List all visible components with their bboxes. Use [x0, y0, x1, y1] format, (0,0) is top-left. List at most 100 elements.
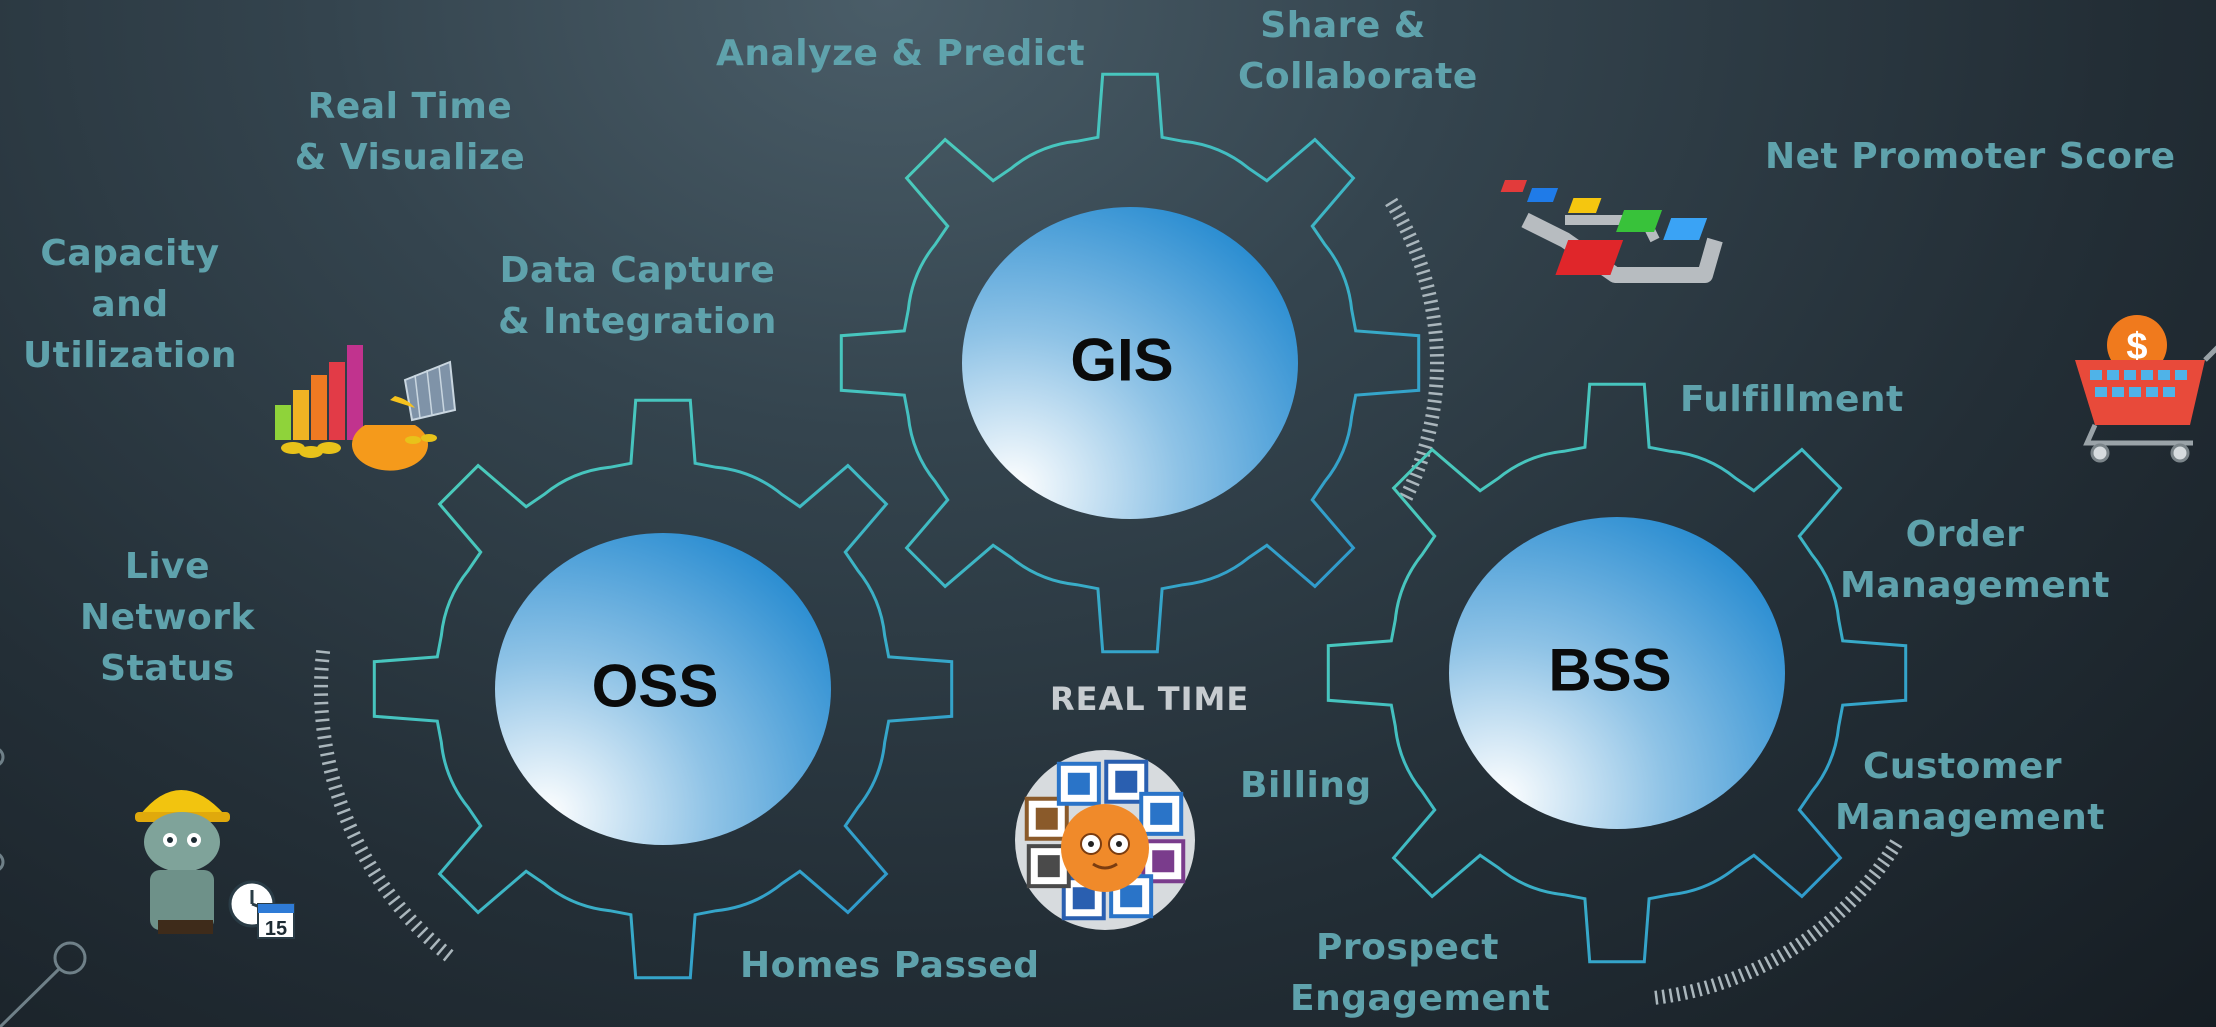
arc-tick [318, 743, 333, 749]
arc-tick [328, 784, 343, 791]
arc-tick [1737, 968, 1746, 983]
arc-tick [1844, 896, 1857, 908]
arc-tick [1757, 959, 1766, 974]
arc-tick [1859, 880, 1872, 892]
arc-tick [330, 792, 346, 799]
workflow-diagram-icon [1500, 180, 1723, 283]
arc-tick [1696, 982, 1703, 997]
arc-tick [1420, 436, 1435, 442]
app-tile-glyph [1152, 850, 1175, 873]
arc-tick [1794, 937, 1805, 951]
arc-tick [416, 926, 429, 939]
arc-tick [1750, 962, 1760, 977]
arc-tick [1423, 299, 1438, 305]
decorative-arc-bss [1654, 839, 1903, 1005]
arc-tick [1408, 471, 1423, 480]
arc-tick [321, 759, 337, 766]
arc-tick [333, 800, 348, 808]
arc-tick [1654, 990, 1659, 1005]
arc-tick [1422, 291, 1437, 298]
arc-tick [339, 815, 354, 824]
arc-tick [1429, 376, 1444, 380]
arc-tick [1868, 868, 1882, 880]
arc-tick [1724, 973, 1732, 988]
arc-tick [1864, 874, 1877, 886]
arc-tick [314, 710, 329, 714]
hub-oss [495, 533, 831, 845]
label-fulfillment: Fulfillment [1680, 379, 1904, 420]
arc-tick [315, 718, 330, 723]
arc-tick [1392, 211, 1407, 221]
arc-tick [1731, 971, 1739, 986]
arc-tick [1416, 269, 1431, 276]
label-customer-management: Customer Management [1835, 746, 2105, 838]
arc-tick [1854, 885, 1867, 897]
app-tile-glyph [1067, 772, 1090, 795]
bar-chart-icon [275, 345, 457, 471]
arc-tick [354, 846, 369, 855]
app-tile-glyph [1072, 887, 1095, 910]
arc-tick [1405, 239, 1420, 248]
arc-tick [1418, 443, 1433, 450]
arc-tick [1823, 915, 1835, 929]
arc-tick [1776, 949, 1786, 963]
arc-tick [1402, 232, 1417, 241]
arc-tick [1770, 952, 1780, 967]
arc-tick [314, 667, 329, 671]
arc-tick [336, 807, 351, 816]
arc-tick [315, 649, 331, 654]
gear-gis [839, 72, 1421, 654]
label-prospect-engagement: Prospect Engagement [1290, 927, 1551, 1019]
bss-label: BSS [1548, 636, 1672, 704]
arc-tick [436, 943, 448, 956]
corner-decoration [0, 748, 87, 1027]
label-real-time-visualize: Real Time & Visualize [294, 86, 539, 178]
label-data-capture-integration: Data Capture & Integration [498, 250, 777, 342]
arc-tick [1388, 204, 1403, 214]
app-tile-glyph [1037, 855, 1060, 878]
label-share-collaborate: Share & Collaborate [1238, 5, 1478, 97]
hub-gis [962, 207, 1298, 519]
arc-tick [323, 767, 339, 774]
arc-tick [1800, 933, 1811, 947]
arc-tick [1426, 314, 1441, 320]
oss-label: OSS [591, 652, 719, 720]
arc-tick [1834, 906, 1846, 919]
app-tile-glyph [1120, 885, 1143, 908]
arc-tick [387, 895, 401, 906]
arc-tick [1402, 485, 1417, 494]
app-tile-glyph [1035, 807, 1058, 830]
arc-tick [1413, 261, 1428, 269]
arc-tick [1849, 890, 1862, 903]
arc-tick [315, 658, 330, 663]
calendar-day: 15 [265, 918, 287, 940]
arc-tick [1889, 839, 1903, 849]
arc-tick [429, 937, 441, 951]
arc-tick [372, 874, 386, 885]
arc-tick [1885, 845, 1899, 855]
arc-tick [1661, 989, 1666, 1004]
label-live-network-status: Live Network Status [80, 546, 255, 689]
arc-tick [1418, 276, 1433, 283]
arc-tick [1426, 406, 1441, 412]
arc-tick [1427, 399, 1442, 404]
label-homes-passed: Homes Passed [740, 945, 1040, 986]
field-technician-icon: 15 [135, 790, 295, 940]
arc-tick [1429, 338, 1444, 342]
arc-tick [1788, 941, 1799, 955]
arc-tick [377, 881, 391, 892]
arc-tick [1710, 978, 1718, 993]
arc-tick [382, 888, 396, 899]
arc-tick [1429, 346, 1444, 350]
decorative-arc-gis [1385, 197, 1444, 501]
arc-tick [1818, 920, 1829, 933]
app-hub-icon [1015, 750, 1195, 930]
label-order-management: Order Management [1840, 514, 2110, 606]
label-billing: Billing [1240, 765, 1372, 806]
arc-tick [1428, 330, 1443, 335]
gear-bss [1326, 382, 1908, 964]
decorative-arc-oss [314, 649, 454, 962]
arc-tick [1703, 980, 1710, 995]
arc-tick [317, 735, 332, 740]
